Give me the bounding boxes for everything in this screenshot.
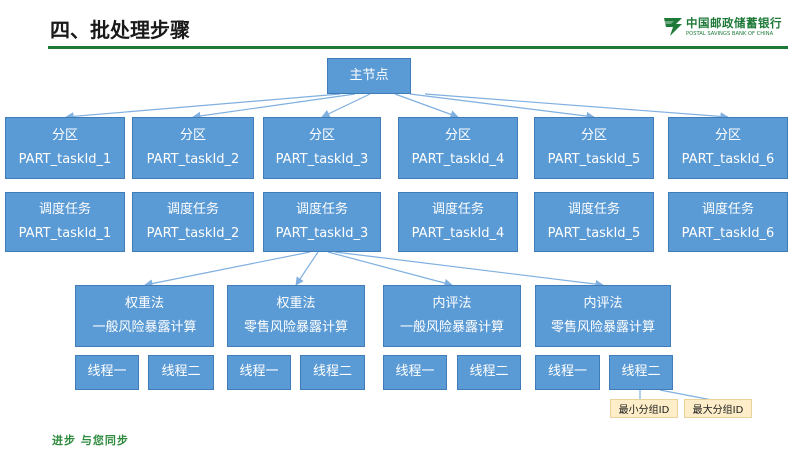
partition-title: 分区: [308, 127, 335, 143]
root-node-label: 主节点: [349, 67, 389, 83]
footer-slogan: 进步 与您同步: [52, 434, 129, 447]
root-to-partition-2-arrow: [192, 93, 356, 121]
method-calc: 一般风险暴露计算: [399, 320, 504, 335]
thread-label: 线程二: [161, 364, 201, 380]
thread-box-2b: 线程二: [300, 355, 365, 390]
task-to-method-2-arrow: [295, 251, 319, 286]
method-name: 权重法: [276, 295, 316, 311]
partition-box-2: 分区 PART_taskId_2: [132, 117, 254, 179]
logo-name-en: POSTAL SAVINGS BANK OF CHINA: [686, 31, 774, 37]
task-id: PART_taskId_1: [18, 226, 112, 241]
partition-id: PART_taskId_3: [275, 152, 369, 167]
method-name: 内评法: [583, 295, 623, 311]
task-box-3: 调度任务 PART_taskId_3: [263, 192, 381, 252]
method-calc: 一般风险暴露计算: [92, 320, 197, 335]
task-id: PART_taskId_5: [547, 226, 641, 241]
thread-box-1a: 线程一: [75, 355, 139, 390]
min-group-id-note: 最小分组ID: [610, 399, 678, 418]
task-title: 调度任务: [567, 201, 620, 217]
method-name: 权重法: [124, 295, 164, 311]
root-to-partition-3-arrow: [321, 93, 371, 118]
task-title: 调度任务: [701, 201, 754, 217]
partition-title: 分区: [714, 127, 741, 143]
root-to-partition-5-arrow: [409, 93, 595, 121]
partition-box-1: 分区 PART_taskId_1: [5, 117, 125, 179]
task-title: 调度任务: [166, 201, 219, 217]
root-node: 主节点: [327, 58, 411, 94]
partition-id: PART_taskId_5: [547, 152, 641, 167]
task-title: 调度任务: [38, 201, 91, 217]
thread-box-4a: 线程一: [535, 355, 600, 390]
task-box-4: 调度任务 PART_taskId_4: [398, 192, 518, 252]
partition-box-6: 分区 PART_taskId_6: [668, 117, 788, 179]
task-title: 调度任务: [295, 201, 348, 217]
root-to-partition-4-arrow: [394, 93, 459, 119]
thread-box-2a: 线程一: [227, 355, 291, 390]
method-box-2: 权重法 零售风险暴露计算: [227, 285, 365, 347]
thread-label: 线程二: [312, 364, 352, 380]
thread-box-4b: 线程二: [609, 355, 673, 390]
bank-logo: 中国邮政储蓄银行 POSTAL SAVINGS BANK OF CHINA: [662, 14, 792, 40]
thread-box-3a: 线程一: [383, 355, 447, 390]
logo-name-cn: 中国邮政储蓄银行: [686, 16, 782, 30]
method-box-4: 内评法 零售风险暴露计算: [535, 285, 671, 347]
thread-box-1b: 线程二: [148, 355, 214, 390]
root-to-partition-6-arrow: [424, 93, 729, 121]
partition-title: 分区: [179, 127, 206, 143]
task-to-method-1-arrow: [144, 251, 311, 288]
partition-box-3: 分区 PART_taskId_3: [263, 117, 381, 179]
partition-id: PART_taskId_2: [146, 152, 240, 167]
task-box-5: 调度任务 PART_taskId_5: [534, 192, 654, 252]
thread-label: 线程一: [547, 364, 587, 380]
partition-title: 分区: [444, 127, 471, 143]
thread-label: 线程一: [87, 364, 127, 380]
task-to-method-4-arrow: [334, 251, 604, 289]
root-to-partition-1-arrow: [65, 93, 341, 121]
task-to-method-3-arrow: [327, 251, 453, 288]
thread-label: 线程一: [239, 364, 279, 380]
thread-label: 线程一: [395, 364, 435, 380]
thread-label: 线程二: [469, 364, 509, 380]
method-name: 内评法: [432, 295, 472, 311]
task-title: 调度任务: [431, 201, 484, 217]
task-id: PART_taskId_4: [411, 226, 505, 241]
partition-id: PART_taskId_4: [411, 152, 505, 167]
method-box-1: 权重法 一般风险暴露计算: [75, 285, 214, 347]
method-calc: 零售风险暴露计算: [550, 320, 655, 335]
task-box-1: 调度任务 PART_taskId_1: [5, 192, 125, 252]
task-id: PART_taskId_3: [275, 226, 369, 241]
thread-label: 线程二: [621, 364, 661, 380]
partition-title: 分区: [51, 127, 78, 143]
partition-box-4: 分区 PART_taskId_4: [398, 117, 518, 179]
partition-id: PART_taskId_6: [681, 152, 775, 167]
task-id: PART_taskId_6: [681, 226, 775, 241]
task-id: PART_taskId_2: [146, 226, 240, 241]
method-calc: 零售风险暴露计算: [243, 320, 348, 335]
title-divider: [48, 46, 788, 49]
max-group-id-note: 最大分组ID: [684, 399, 752, 418]
partition-box-5: 分区 PART_taskId_5: [534, 117, 654, 179]
thread-box-3b: 线程二: [457, 355, 521, 390]
page-title: 四、批处理步骤: [50, 18, 190, 42]
task-box-2: 调度任务 PART_taskId_2: [132, 192, 254, 252]
partition-id: PART_taskId_1: [18, 152, 112, 167]
task-box-6: 调度任务 PART_taskId_6: [668, 192, 788, 252]
method-box-3: 内评法 一般风险暴露计算: [383, 285, 521, 347]
postal-logo-icon: [664, 18, 682, 36]
partition-title: 分区: [580, 127, 607, 143]
